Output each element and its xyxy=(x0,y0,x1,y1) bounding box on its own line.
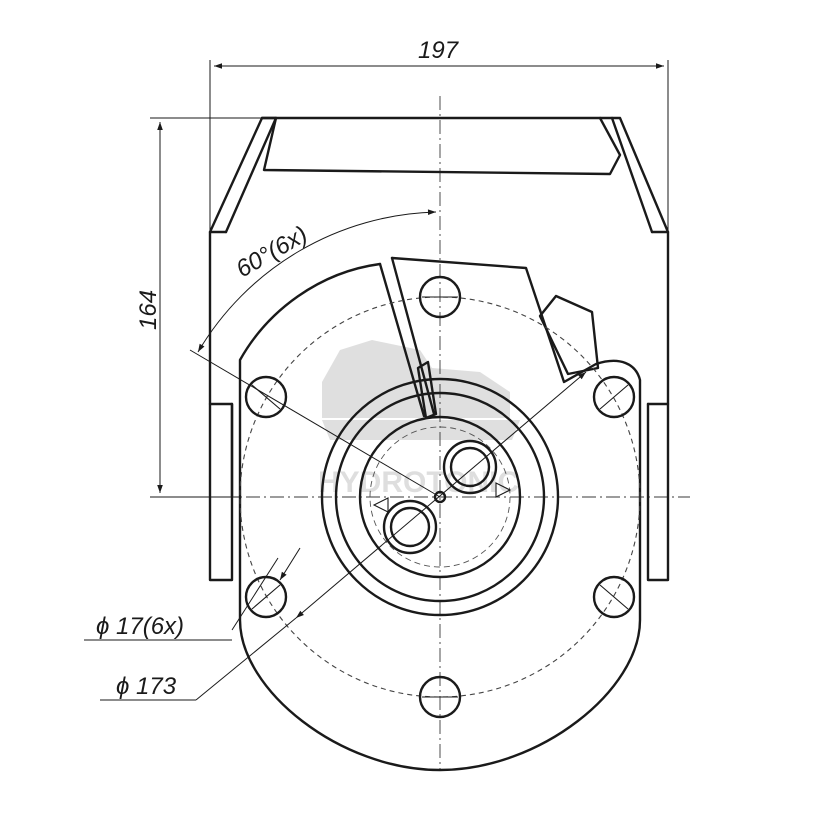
dimension-width: 197 xyxy=(209,37,669,232)
height-dimension-label: 164 xyxy=(135,290,162,330)
bolt-hole-upper-right xyxy=(592,375,636,419)
bolt-circle-label: ϕ 173 xyxy=(116,673,177,700)
bolt-hole-lower-right xyxy=(592,575,636,619)
port-triangle-left xyxy=(372,497,389,513)
angle-dimension-label: 60°(6x) xyxy=(232,221,313,283)
hole-diameter-label: ϕ 17(6x) xyxy=(96,613,184,640)
bolt-hole-lower-left xyxy=(244,575,288,619)
housing-side-plates xyxy=(208,116,670,582)
dimension-height: 164 xyxy=(135,117,262,498)
bolt-hole-upper-left xyxy=(244,375,288,419)
dimension-bolt-circle: ϕ 173 xyxy=(100,371,587,701)
port-lower xyxy=(382,499,438,555)
width-dimension-label: 197 xyxy=(418,37,460,64)
dimension-hole-diameter: ϕ 17(6x) xyxy=(84,547,301,641)
bolt-hole-bottom xyxy=(418,675,462,719)
